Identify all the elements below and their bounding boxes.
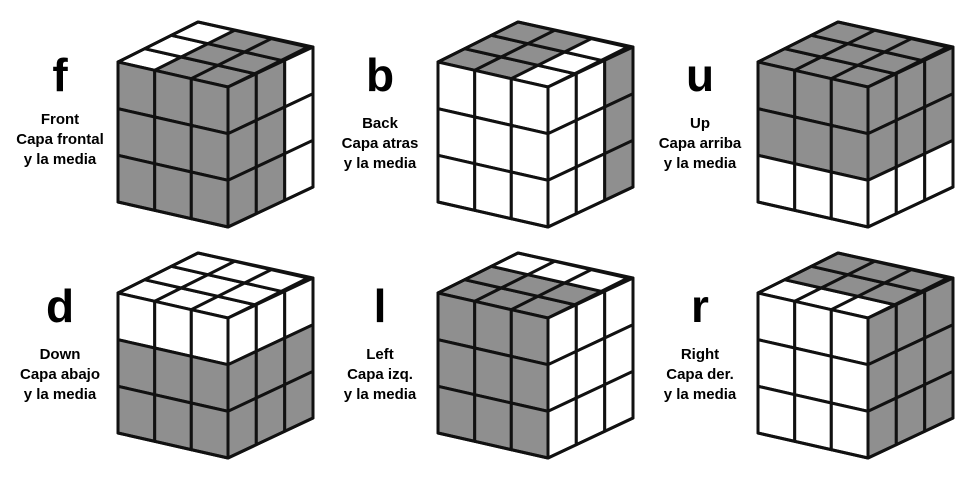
caption-line-1: Down [39,346,81,363]
move-caption: Back Capa atras y la media [320,114,440,174]
caption-line-1: Right [680,346,720,363]
move-letter: l [373,280,387,332]
cube-outline [436,20,635,229]
caption-line-2: Capa izq. [347,366,413,383]
caption-line-2: Capa abajo [19,366,101,383]
move-d: d Down Capa abajo y la media [0,241,320,482]
cube-front-layers [116,20,315,229]
caption-line-2: Capa der. [666,366,734,383]
cube-outline [756,251,955,460]
move-letter: r [691,280,709,332]
caption-line-1: Up [690,115,710,132]
caption-line-3: y la media [23,151,97,168]
cube-down-layers [116,251,315,460]
move-l: l Left Capa izq. y la media [320,241,640,482]
move-caption: Front Capa frontal y la media [0,110,120,170]
caption-line-3: y la media [343,155,417,172]
move-caption: Right Capa der. y la media [640,345,760,405]
cube-outline [756,20,955,229]
cube-outline [436,251,635,460]
move-caption: Up Capa arriba y la media [640,114,760,174]
move-letter: b [365,49,395,101]
move-b: b Back Capa atras y la media [320,0,640,241]
move-letter: d [45,280,75,332]
caption-line-3: y la media [23,386,97,403]
caption-line-3: y la media [663,155,737,172]
caption-line-2: Capa arriba [658,135,742,152]
cube-left-layers [436,251,635,460]
cube-up-layers [756,20,955,229]
caption-line-1: Front [40,111,80,128]
cube-outline [116,20,315,229]
caption-line-2: Capa frontal [16,131,104,148]
move-caption: Down Capa abajo y la media [0,345,120,405]
cube-right-layers [756,251,955,460]
move-caption: Left Capa izq. y la media [320,345,440,405]
caption-line-1: Left [366,346,394,363]
cube-back-layers [436,20,635,229]
move-f: f Front Capa frontal y la media [0,0,320,241]
caption-line-2: Capa atras [341,135,419,152]
move-r: r Right Capa der. y la media [640,241,960,482]
cube-outline [116,251,315,460]
caption-line-1: Back [362,115,398,132]
caption-line-3: y la media [343,386,417,403]
move-u: u Up Capa arriba y la media [640,0,960,241]
move-letter: f [52,49,68,101]
caption-line-3: y la media [663,386,737,403]
move-letter: u [685,49,715,101]
